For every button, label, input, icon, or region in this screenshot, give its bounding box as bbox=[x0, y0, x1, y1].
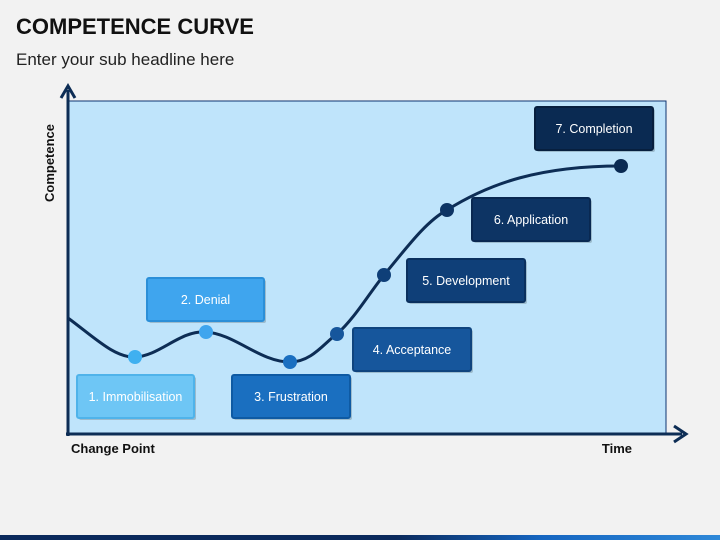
stage-box-6: 6. Application bbox=[471, 197, 592, 243]
stage-dot-1 bbox=[128, 350, 142, 364]
stage-box-background bbox=[406, 258, 526, 303]
x-axis-start-label: Change Point bbox=[71, 441, 155, 456]
stage-box-5: 5. Development bbox=[406, 258, 527, 304]
stage-dot-6 bbox=[440, 203, 454, 217]
stage-label-7: 7. Completion bbox=[555, 122, 632, 136]
stage-label-6: 6. Application bbox=[494, 213, 568, 227]
x-axis-arrowhead bbox=[673, 424, 689, 444]
stage-box-background bbox=[352, 327, 472, 372]
stage-box-7: 7. Completion bbox=[534, 106, 655, 152]
stage-box-2: 2. Denial bbox=[146, 277, 266, 323]
stage-label-1: 1. Immobilisation bbox=[89, 390, 183, 404]
stage-label-5: 5. Development bbox=[422, 274, 510, 288]
stage-label-2: 2. Denial bbox=[181, 293, 230, 307]
stage-dot-5 bbox=[377, 268, 391, 282]
stage-box-background bbox=[231, 374, 351, 419]
x-axis-end-label: Time bbox=[602, 441, 632, 456]
y-axis-arrowhead bbox=[59, 83, 77, 99]
slide-title: COMPETENCE CURVE bbox=[16, 14, 254, 39]
y-axis-label: Competence bbox=[42, 124, 57, 202]
bottom-accent-bar bbox=[0, 535, 720, 540]
stage-box-background bbox=[146, 277, 265, 322]
stage-box-1: 1. Immobilisation bbox=[76, 374, 196, 420]
stage-box-4: 4. Acceptance bbox=[352, 327, 473, 373]
stage-dot-4 bbox=[330, 327, 344, 341]
stage-dot-7 bbox=[614, 159, 628, 173]
stage-box-background bbox=[471, 197, 591, 242]
stage-box-3: 3. Frustration bbox=[231, 374, 352, 420]
stage-dot-2 bbox=[199, 325, 213, 339]
stage-label-3: 3. Frustration bbox=[254, 390, 328, 404]
stage-label-4: 4. Acceptance bbox=[373, 343, 452, 357]
slide-subtitle: Enter your sub headline here bbox=[16, 50, 235, 69]
stage-dot-3 bbox=[283, 355, 297, 369]
stage-box-background bbox=[534, 106, 654, 151]
competence-curve-line bbox=[67, 164, 622, 364]
stage-box-background bbox=[76, 374, 195, 419]
